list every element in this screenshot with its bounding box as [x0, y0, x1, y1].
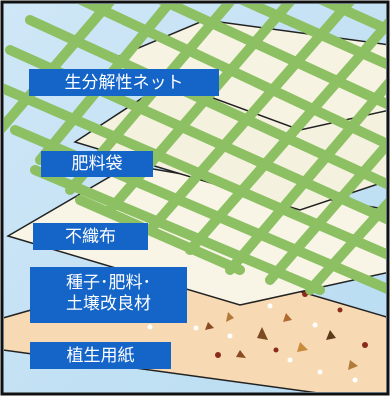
label-nonwoven-text: 不織布: [65, 227, 116, 247]
seed-particles: [147, 291, 368, 383]
label-biodegradable-net: 生分解性ネット: [29, 69, 219, 96]
label-seed-line1: 種子･肥料･: [66, 273, 151, 293]
label-seed-fertilizer: 種子･肥料･ 土壌改良材: [30, 267, 187, 323]
label-fertilizer-bag-text: 肥料袋: [71, 154, 123, 174]
label-vegetation-paper-text: 植生用紙: [66, 346, 135, 366]
label-biodegradable-net-text: 生分解性ネット: [64, 73, 184, 93]
label-nonwoven: 不織布: [33, 223, 148, 250]
label-fertilizer-bag: 肥料袋: [41, 151, 153, 177]
label-vegetation-paper: 植生用紙: [30, 342, 171, 369]
label-seed-line2: 土壌改良材: [66, 294, 151, 314]
